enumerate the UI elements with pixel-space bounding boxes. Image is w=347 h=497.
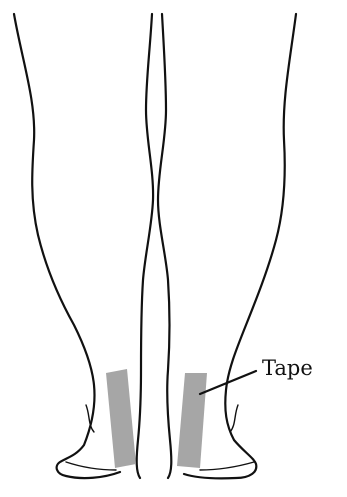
right-foot-line bbox=[200, 462, 254, 470]
left-foot-line bbox=[66, 462, 116, 470]
left-leg-outer-contour bbox=[14, 14, 120, 478]
left-achilles-tape-strip bbox=[106, 369, 136, 468]
left-leg-inner-contour bbox=[137, 14, 153, 478]
right-leg-inner-contour bbox=[158, 14, 171, 478]
right-heel-line bbox=[230, 405, 238, 432]
right-achilles-tape-strip bbox=[177, 373, 207, 468]
tape-label: Tape bbox=[262, 356, 313, 380]
